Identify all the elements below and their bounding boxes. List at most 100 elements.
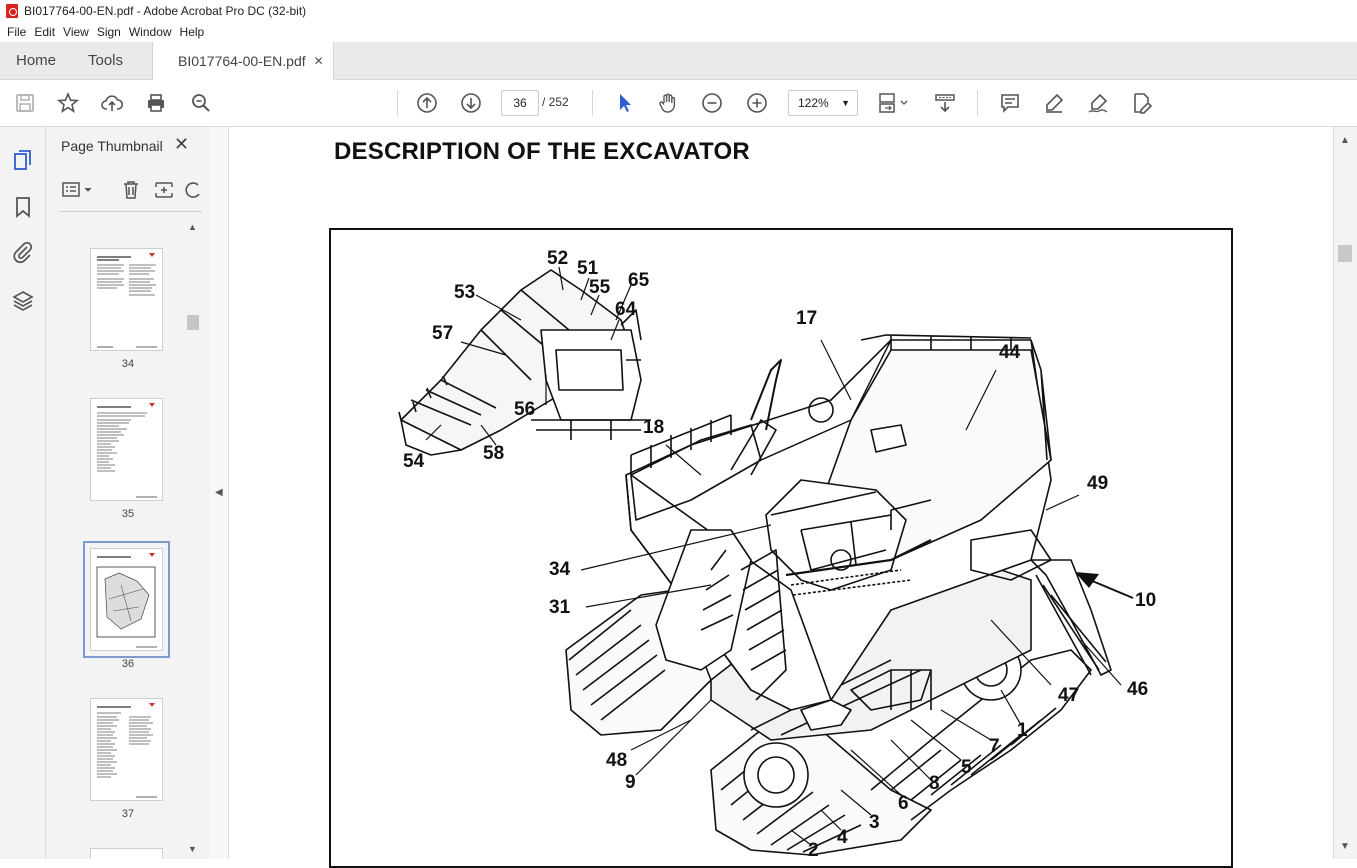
menu-file[interactable]: File xyxy=(7,25,27,39)
insert-page-icon[interactable] xyxy=(153,179,175,201)
attachments-icon[interactable] xyxy=(11,240,35,264)
menu-bar: File Edit View Sign Window Help xyxy=(0,22,1357,42)
callout-label: 58 xyxy=(483,443,505,464)
panel-scrollbar[interactable]: ▲ ▼ xyxy=(186,222,200,859)
tab-close-icon[interactable]: ✕ xyxy=(313,54,324,68)
scroll-down-icon[interactable] xyxy=(459,91,483,115)
callout-label: 48 xyxy=(606,750,628,771)
scroll-up-arrow-icon[interactable]: ▲ xyxy=(1340,135,1350,146)
page-thumbnail-selected[interactable] xyxy=(83,541,170,658)
page-thumbnail[interactable] xyxy=(90,248,163,351)
thumbnail-label: 35 xyxy=(121,508,135,520)
scrollbar-thumb[interactable] xyxy=(187,315,199,330)
callout-label: 6 xyxy=(898,793,909,814)
save-icon[interactable] xyxy=(13,91,37,115)
callout-label: 56 xyxy=(514,399,536,420)
toolbar-separator xyxy=(397,90,398,116)
scroll-up-icon[interactable] xyxy=(415,91,439,115)
delete-icon[interactable] xyxy=(120,179,142,201)
toolbar xyxy=(0,80,1357,127)
callout-label: 46 xyxy=(1127,679,1149,700)
tab-bar: Home Tools BI017764-00-EN.pdf ✕ xyxy=(0,42,1357,80)
menu-sign[interactable]: Sign xyxy=(96,25,121,39)
collapse-left-icon: ◀ xyxy=(215,487,223,498)
rotate-icon[interactable] xyxy=(184,179,202,201)
edit-pdf-icon[interactable] xyxy=(1130,91,1154,115)
callout-label: 8 xyxy=(929,773,940,794)
page-thumbnail[interactable] xyxy=(90,698,163,801)
scroll-down-arrow-icon[interactable]: ▼ xyxy=(1340,841,1350,852)
callout-label: 7 xyxy=(989,736,1000,757)
collapse-panel-handle[interactable]: ◀ xyxy=(210,127,229,859)
bookmarks-icon[interactable] xyxy=(11,195,35,219)
menu-help[interactable]: Help xyxy=(179,25,205,39)
page-number-input[interactable]: 36 xyxy=(501,90,539,116)
print-icon[interactable] xyxy=(144,91,168,115)
divider xyxy=(60,211,202,212)
acrobat-app-icon xyxy=(6,4,18,18)
callout-label: 57 xyxy=(432,323,454,344)
menu-edit[interactable]: Edit xyxy=(34,25,56,39)
page-fit-icon[interactable] xyxy=(876,91,912,115)
menu-view[interactable]: View xyxy=(63,25,89,39)
callout-label: 2 xyxy=(808,840,819,861)
page-total-label: / 252 xyxy=(542,95,569,109)
callout-label: 49 xyxy=(1087,473,1109,494)
comment-icon[interactable] xyxy=(998,91,1022,115)
menu-window[interactable]: Window xyxy=(128,25,172,39)
callout-label: 1 xyxy=(1017,720,1028,741)
scrollbar-thumb[interactable] xyxy=(1338,245,1352,262)
scroll-mode-icon[interactable] xyxy=(933,91,957,115)
layers-icon[interactable] xyxy=(11,289,35,313)
callout-label: 3 xyxy=(869,812,880,833)
tab-document[interactable]: BI017764-00-EN.pdf ✕ xyxy=(152,42,334,80)
thumbnail-label: 36 xyxy=(121,658,135,670)
zoom-out-icon[interactable] xyxy=(700,91,724,115)
callout-label: 65 xyxy=(628,270,650,291)
bookmark-star-icon[interactable] xyxy=(56,91,80,115)
callout-label: 51 xyxy=(577,258,599,279)
window-title: BI017764-00-EN.pdf - Adobe Acrobat Pro D… xyxy=(24,4,307,18)
zoom-in-icon[interactable] xyxy=(745,91,769,115)
hand-icon[interactable] xyxy=(656,91,680,115)
page-thumbnail[interactable] xyxy=(90,398,163,501)
toolbar-separator xyxy=(592,90,593,116)
highlight-pen-icon[interactable] xyxy=(1042,91,1066,115)
callout-label: 55 xyxy=(589,277,611,298)
callout-label: 52 xyxy=(547,248,569,269)
callout-label: 64 xyxy=(615,299,637,320)
thumbnail-label: 34 xyxy=(121,358,135,370)
document-view[interactable]: DESCRIPTION OF THE EXCAVATOR xyxy=(229,127,1333,868)
callout-label: 9 xyxy=(625,772,636,793)
excavator-illustration xyxy=(398,266,1134,856)
scroll-down-arrow-icon[interactable]: ▼ xyxy=(188,844,197,854)
callout-label: 34 xyxy=(549,559,571,580)
callout-label: 18 xyxy=(643,417,665,438)
callout-label: 44 xyxy=(999,342,1021,363)
zoom-select[interactable]: 122% ▼ xyxy=(788,90,858,116)
chevron-down-icon: ▼ xyxy=(841,98,850,108)
panel-toolbar xyxy=(60,177,202,203)
title-bar: BI017764-00-EN.pdf - Adobe Acrobat Pro D… xyxy=(0,0,1357,22)
tab-home[interactable]: Home xyxy=(16,52,57,69)
thumbnail-options-icon[interactable] xyxy=(60,179,96,201)
tab-document-label: BI017764-00-EN.pdf xyxy=(178,53,306,69)
search-zoom-icon[interactable] xyxy=(189,91,213,115)
callout-label: 4 xyxy=(837,827,848,848)
scroll-up-arrow-icon[interactable]: ▲ xyxy=(188,222,197,232)
upload-icon[interactable] xyxy=(100,91,124,115)
callout-label: 31 xyxy=(549,597,571,618)
zoom-value: 122% xyxy=(798,96,829,110)
sign-icon[interactable] xyxy=(1086,91,1110,115)
callout-label: 47 xyxy=(1058,685,1080,706)
tab-tools[interactable]: Tools xyxy=(88,52,124,69)
page-thumbnails-icon[interactable] xyxy=(11,148,35,172)
select-cursor-icon[interactable] xyxy=(613,91,637,115)
callout-label: 10 xyxy=(1135,590,1157,611)
panel-close-icon[interactable]: ✕ xyxy=(174,134,190,154)
left-nav-rail xyxy=(0,127,46,859)
page-thumbnail[interactable] xyxy=(90,848,163,859)
callout-label: 53 xyxy=(454,282,476,303)
document-scrollbar[interactable]: ▲ ▼ xyxy=(1333,127,1357,859)
excavator-diagram: 52 51 53 55 65 64 57 56 54 58 17 44 18 4… xyxy=(329,228,1233,868)
